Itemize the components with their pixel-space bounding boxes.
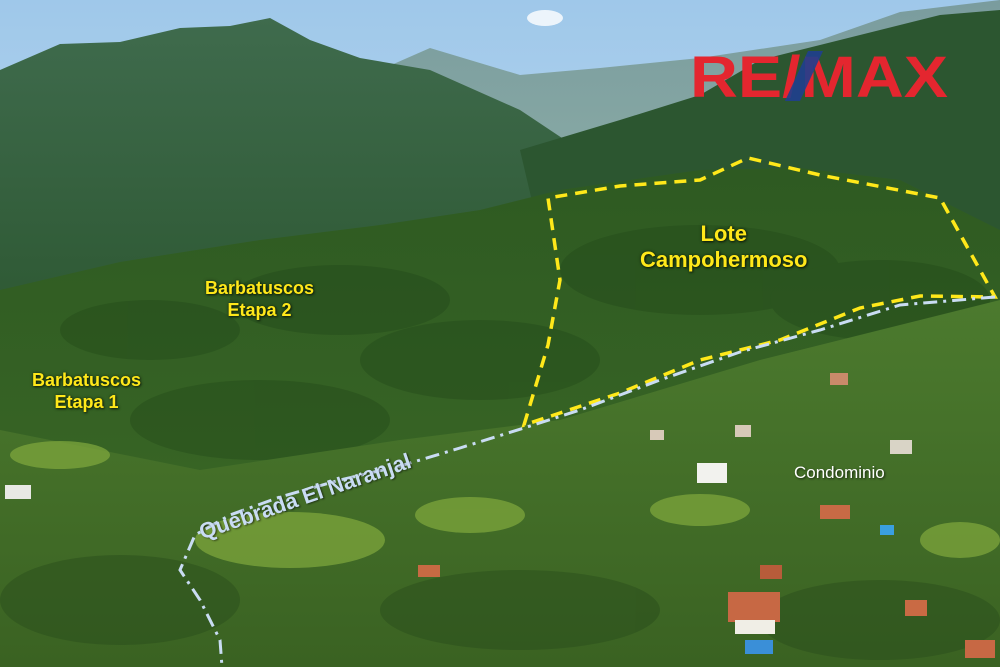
etapa1-line1: Barbatuscos [32,370,142,390]
quebrada-stream-line [178,295,996,667]
lote-line2: Campohermoso [640,247,808,273]
lote-line1: Lote [700,221,747,246]
barbatuscos-etapa-2-label: Barbatuscos Etapa 2 [205,278,314,321]
etapa2-line1: Barbatuscos [205,278,315,298]
condominio-label: Condominio [794,463,885,482]
remax-logo: RE/MAX [690,45,948,110]
barbatuscos-etapa-1-label: Barbatuscos Etapa 1 [32,370,141,413]
remax-logo-mark: RE/MAX [690,45,948,110]
etapa2-line2: Etapa 2 [227,299,292,320]
lote-boundary-line [521,156,998,428]
etapa1-line2: Etapa 1 [54,391,119,412]
lote-campohermoso-label: Lote Campohermoso [640,221,807,274]
